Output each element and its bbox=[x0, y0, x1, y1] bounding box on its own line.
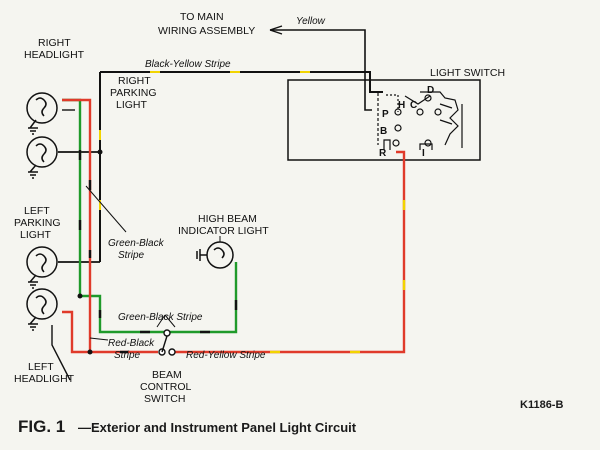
to-main-label-2: WIRING ASSEMBLY bbox=[158, 25, 255, 37]
red-yellow-wire bbox=[172, 150, 406, 354]
right-parking-label-2: PARKING bbox=[110, 87, 156, 99]
right-headlight-icon bbox=[26, 92, 58, 135]
switch-terminal-i: I bbox=[422, 148, 425, 159]
caption-fig: FIG. 1 bbox=[18, 417, 65, 436]
beam-control-switch bbox=[158, 329, 176, 356]
high-beam-indicator-icon bbox=[196, 241, 234, 269]
yellow-wire-label: Yellow bbox=[296, 16, 326, 27]
left-parking-label-3: LIGHT bbox=[20, 229, 52, 241]
right-parking-label-3: LIGHT bbox=[116, 99, 148, 111]
arrow-icon bbox=[269, 25, 283, 35]
left-parking-light-icon bbox=[26, 246, 58, 289]
left-headlight-label-1: LEFT bbox=[28, 361, 54, 373]
high-beam-label-1: HIGH BEAM bbox=[198, 213, 257, 225]
green-black-label-2: Stripe bbox=[118, 250, 145, 261]
green-black-label-1: Green-Black bbox=[108, 238, 165, 249]
green-black-stripe-label: Green-Black Stripe bbox=[118, 312, 203, 323]
switch-terminal-c: C bbox=[410, 100, 417, 111]
switch-terminal-r: R bbox=[379, 148, 387, 159]
high-beam-label-2: INDICATOR LIGHT bbox=[178, 225, 269, 237]
ground-leads bbox=[51, 109, 75, 381]
yellow-wire bbox=[270, 29, 372, 111]
black-yellow-label: Black-Yellow Stripe bbox=[145, 59, 231, 70]
caption-text: —Exterior and Instrument Panel Light Cir… bbox=[78, 420, 357, 435]
left-parking-label-2: PARKING bbox=[14, 217, 60, 229]
left-headlight-label-2: HEADLIGHT bbox=[14, 373, 75, 385]
to-main-label-1: TO MAIN bbox=[180, 11, 224, 23]
switch-terminal-b: B bbox=[380, 126, 387, 137]
switch-terminal-p: P bbox=[382, 109, 389, 120]
right-headlight-label-2: HEADLIGHT bbox=[24, 49, 85, 61]
beam-switch-label-1: BEAM bbox=[152, 369, 182, 381]
figure-code: K1186-B bbox=[520, 399, 563, 411]
left-headlight-icon bbox=[26, 288, 58, 331]
light-switch-mechanism bbox=[377, 91, 463, 150]
leader-lines bbox=[85, 185, 221, 341]
red-black-label-2: Stripe bbox=[114, 350, 141, 361]
beam-switch-label-3: SWITCH bbox=[144, 393, 185, 405]
switch-terminal-h: H bbox=[398, 100, 405, 111]
beam-switch-label-2: CONTROL bbox=[140, 381, 191, 393]
switch-terminal-d: D bbox=[427, 85, 434, 96]
red-yellow-label: Red-Yellow Stripe bbox=[186, 350, 266, 361]
right-parking-label-1: RIGHT bbox=[118, 75, 151, 87]
light-switch-box bbox=[287, 79, 481, 161]
light-switch-label: LIGHT SWITCH bbox=[430, 67, 505, 79]
right-parking-light-icon bbox=[26, 136, 58, 179]
red-black-label-1: Red-Black bbox=[108, 338, 155, 349]
right-headlight-label-1: RIGHT bbox=[38, 37, 71, 49]
left-parking-label-1: LEFT bbox=[24, 205, 50, 217]
